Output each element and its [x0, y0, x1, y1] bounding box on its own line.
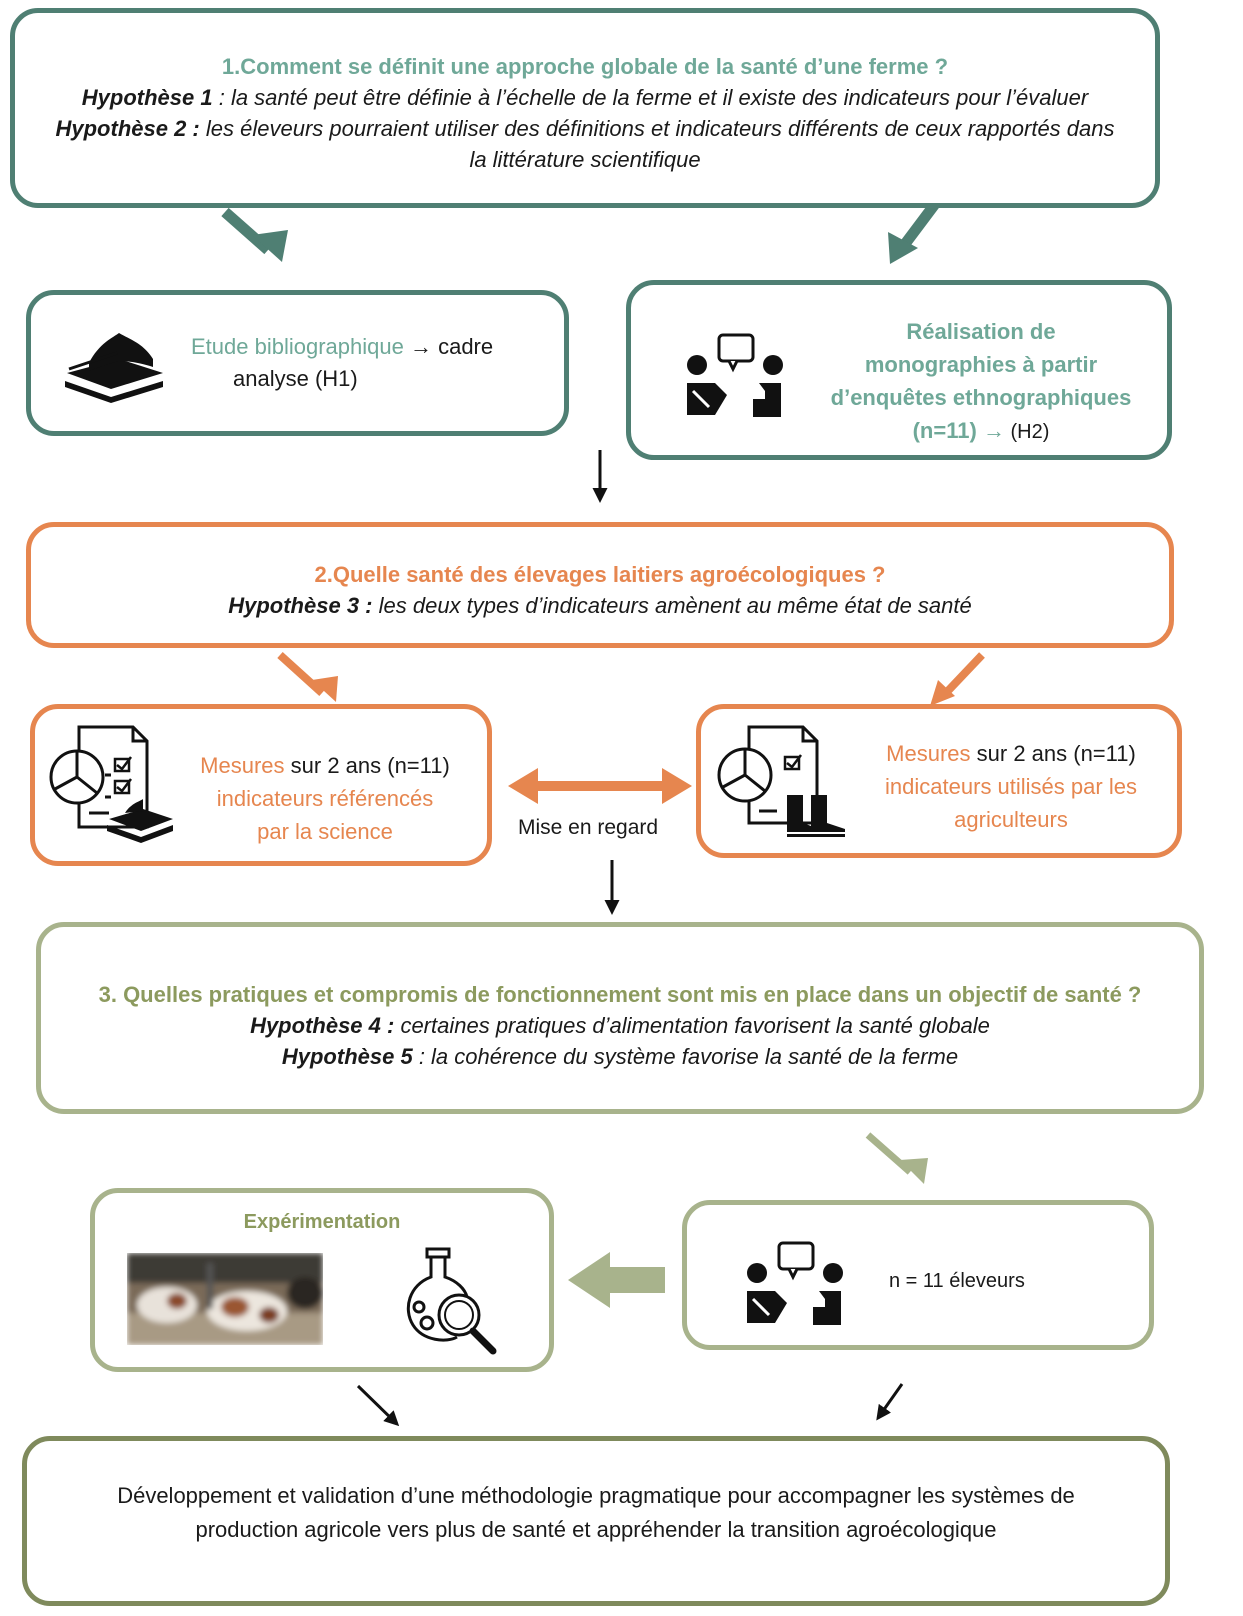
measures-farmers-box: Mesures sur 2 ans (n=11) indicateurs uti…: [696, 704, 1182, 858]
question-2-box: 2.Quelle santé des élevages laitiers agr…: [26, 522, 1174, 648]
monographies-text: Réalisation de monographies à partir d’e…: [830, 319, 1132, 443]
bibliography-text: Etude bibliographique → cadre analyse (H…: [191, 334, 494, 391]
hypothesis-5: Hypothèse 5 : la cohérence du système fa…: [281, 1044, 959, 1069]
bibliography-box: Etude bibliographique → cadre analyse (H…: [26, 290, 569, 436]
orange-arrow-right: [930, 652, 985, 706]
hypothesis-4: Hypothèse 4 : certaines pratiques d’alim…: [250, 1013, 990, 1038]
breeders-box: n = 11 éleveurs: [682, 1200, 1154, 1350]
lab-flask-magnifier-icon: [406, 1247, 497, 1355]
measures-science-text: Mesures sur 2 ans (n=11) indicateurs réf…: [200, 753, 450, 844]
interview-icon: [687, 333, 783, 417]
hypothesis-3: Hypothèse 3 : les deux types d’indicateu…: [228, 593, 972, 618]
breeders-label: n = 11 éleveurs: [889, 1270, 1025, 1292]
monographies-box: Réalisation de monographies à partir d’e…: [626, 280, 1172, 460]
cows-photo: [127, 1253, 323, 1345]
hypothesis-2: Hypothèse 2 : les éleveurs pourraient ut…: [55, 116, 1115, 172]
orange-arrow-left: [277, 652, 338, 702]
olive-arrow-left: [568, 1252, 665, 1308]
teal-arrow-right: [888, 200, 940, 264]
interview-icon: [747, 1241, 843, 1325]
arrow-to-final-right: [876, 1383, 904, 1421]
compare-arrow: [508, 768, 692, 804]
measures-farmers-text: Mesures sur 2 ans (n=11) indicateurs uti…: [885, 741, 1137, 832]
final-line-2: production agricole vers plus de santé e…: [195, 1517, 997, 1542]
books-icon: [65, 333, 163, 403]
question-2: 2.Quelle santé des élevages laitiers agr…: [314, 562, 886, 587]
survey-chart-icon: [49, 725, 173, 843]
measures-science-box: Mesures sur 2 ans (n=11) indicateurs réf…: [30, 704, 492, 866]
arrow-to-final-left: [356, 1384, 400, 1427]
final-line-1: Développement et validation d’une méthod…: [117, 1483, 1075, 1508]
question-3-box: 3. Quelles pratiques et compromis de fon…: [36, 922, 1204, 1114]
question-3: 3. Quelles pratiques et compromis de fon…: [98, 982, 1142, 1007]
question-1: 1.Comment se définit une approche global…: [221, 54, 949, 79]
hypothesis-1: Hypothèse 1 : la santé peut être définie…: [81, 85, 1089, 110]
olive-arrow-diagonal: [865, 1132, 928, 1184]
experimentation-box: Expérimentation: [90, 1188, 554, 1372]
compare-label: Mise en regard: [518, 816, 659, 839]
teal-arrow-left: [221, 207, 288, 262]
question-1-box: 1.Comment se définit une approche global…: [10, 8, 1160, 208]
boots-icon: [717, 725, 845, 837]
final-box: Développement et validation d’une méthod…: [22, 1436, 1170, 1606]
experimentation-title: Expérimentation: [243, 1211, 401, 1233]
